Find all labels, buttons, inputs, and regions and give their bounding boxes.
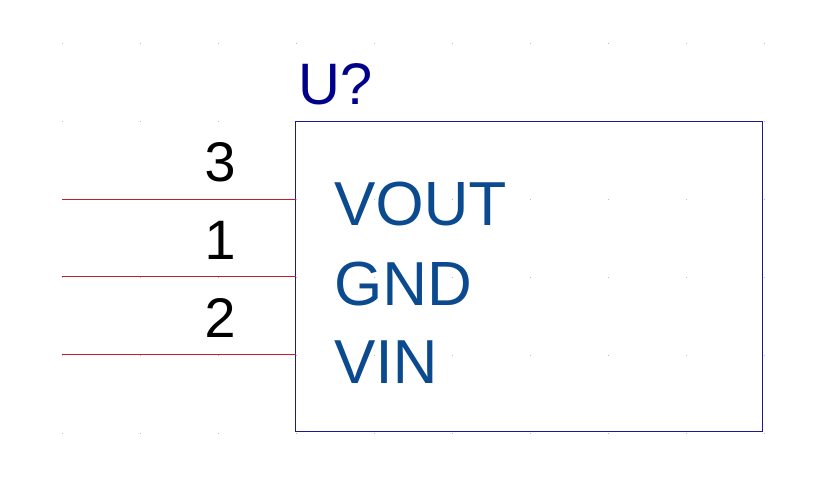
grid-dot [140, 121, 141, 122]
grid-dot [140, 433, 141, 434]
grid-dot [296, 355, 297, 356]
grid-dot [764, 355, 765, 356]
pin-name-vout: VOUT [334, 170, 507, 239]
grid-dot [218, 433, 219, 434]
grid-dot [140, 277, 141, 278]
grid-dot [686, 355, 687, 356]
pin-name-gnd: GND [334, 250, 472, 319]
grid-dot [686, 433, 687, 434]
pin-number-2: 2 [204, 286, 236, 349]
grid-dot [608, 433, 609, 434]
grid-dot [62, 277, 63, 278]
grid-dot [608, 355, 609, 356]
grid-dot [62, 433, 63, 434]
grid-dot [764, 277, 765, 278]
grid-dot [608, 43, 609, 44]
grid-dot [218, 43, 219, 44]
grid-dot [452, 355, 453, 356]
component-reference[interactable]: U? [298, 52, 373, 117]
grid-dot [218, 277, 219, 278]
grid-dot [296, 199, 297, 200]
pin-name-vin: VIN [334, 328, 438, 397]
grid-dot [608, 199, 609, 200]
grid-dot [530, 277, 531, 278]
pin-number-1: 1 [204, 208, 236, 271]
grid-dot [140, 43, 141, 44]
grid-dot [530, 199, 531, 200]
grid-dot [62, 121, 63, 122]
grid-dot [296, 433, 297, 434]
grid-dot [764, 43, 765, 44]
pin-line-2[interactable] [62, 354, 296, 355]
grid-dot [764, 433, 765, 434]
grid-dot [530, 43, 531, 44]
grid-dot [62, 355, 63, 356]
grid-dot [608, 277, 609, 278]
grid-dot [374, 43, 375, 44]
grid-dot [530, 355, 531, 356]
grid-dot [296, 43, 297, 44]
grid-dot [374, 277, 375, 278]
grid-dot [530, 433, 531, 434]
pin-number-3: 3 [204, 130, 236, 193]
grid-dot [140, 355, 141, 356]
grid-dot [686, 43, 687, 44]
grid-dot [686, 277, 687, 278]
grid-dot [374, 355, 375, 356]
grid-dot [296, 277, 297, 278]
grid-dot [764, 121, 765, 122]
grid-dot [764, 199, 765, 200]
grid-dot [452, 433, 453, 434]
grid-dot [452, 199, 453, 200]
grid-dot [686, 199, 687, 200]
grid-dot [452, 43, 453, 44]
grid-dot [452, 277, 453, 278]
grid-dot [374, 433, 375, 434]
grid-dot [218, 121, 219, 122]
pin-line-3[interactable] [62, 199, 296, 200]
grid-dot [62, 43, 63, 44]
grid-dot [218, 355, 219, 356]
grid-dot [374, 199, 375, 200]
pin-line-1[interactable] [62, 276, 296, 277]
